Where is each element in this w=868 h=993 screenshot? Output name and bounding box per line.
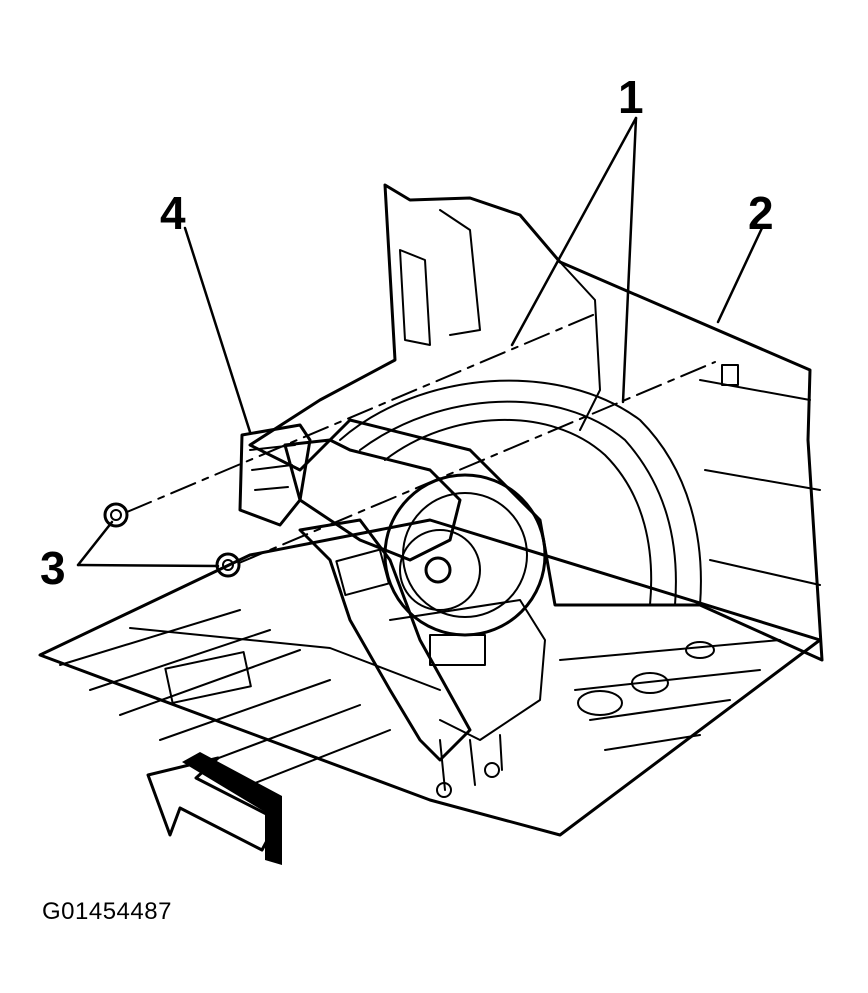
leader-lines	[76, 116, 764, 568]
blower-motor-assembly	[283, 438, 547, 798]
callout-2: 2	[748, 187, 774, 239]
callout-1: 1	[618, 71, 644, 123]
front-direction-arrow-icon	[146, 752, 282, 865]
module-bracket	[238, 423, 312, 527]
upper-fastener	[103, 502, 129, 528]
callout-3: 3	[40, 542, 66, 594]
callout-4: 4	[160, 187, 186, 239]
wheelhouse-panel	[248, 183, 824, 662]
fastener-centerlines	[126, 311, 716, 564]
figure-id: G01454487	[42, 898, 172, 925]
